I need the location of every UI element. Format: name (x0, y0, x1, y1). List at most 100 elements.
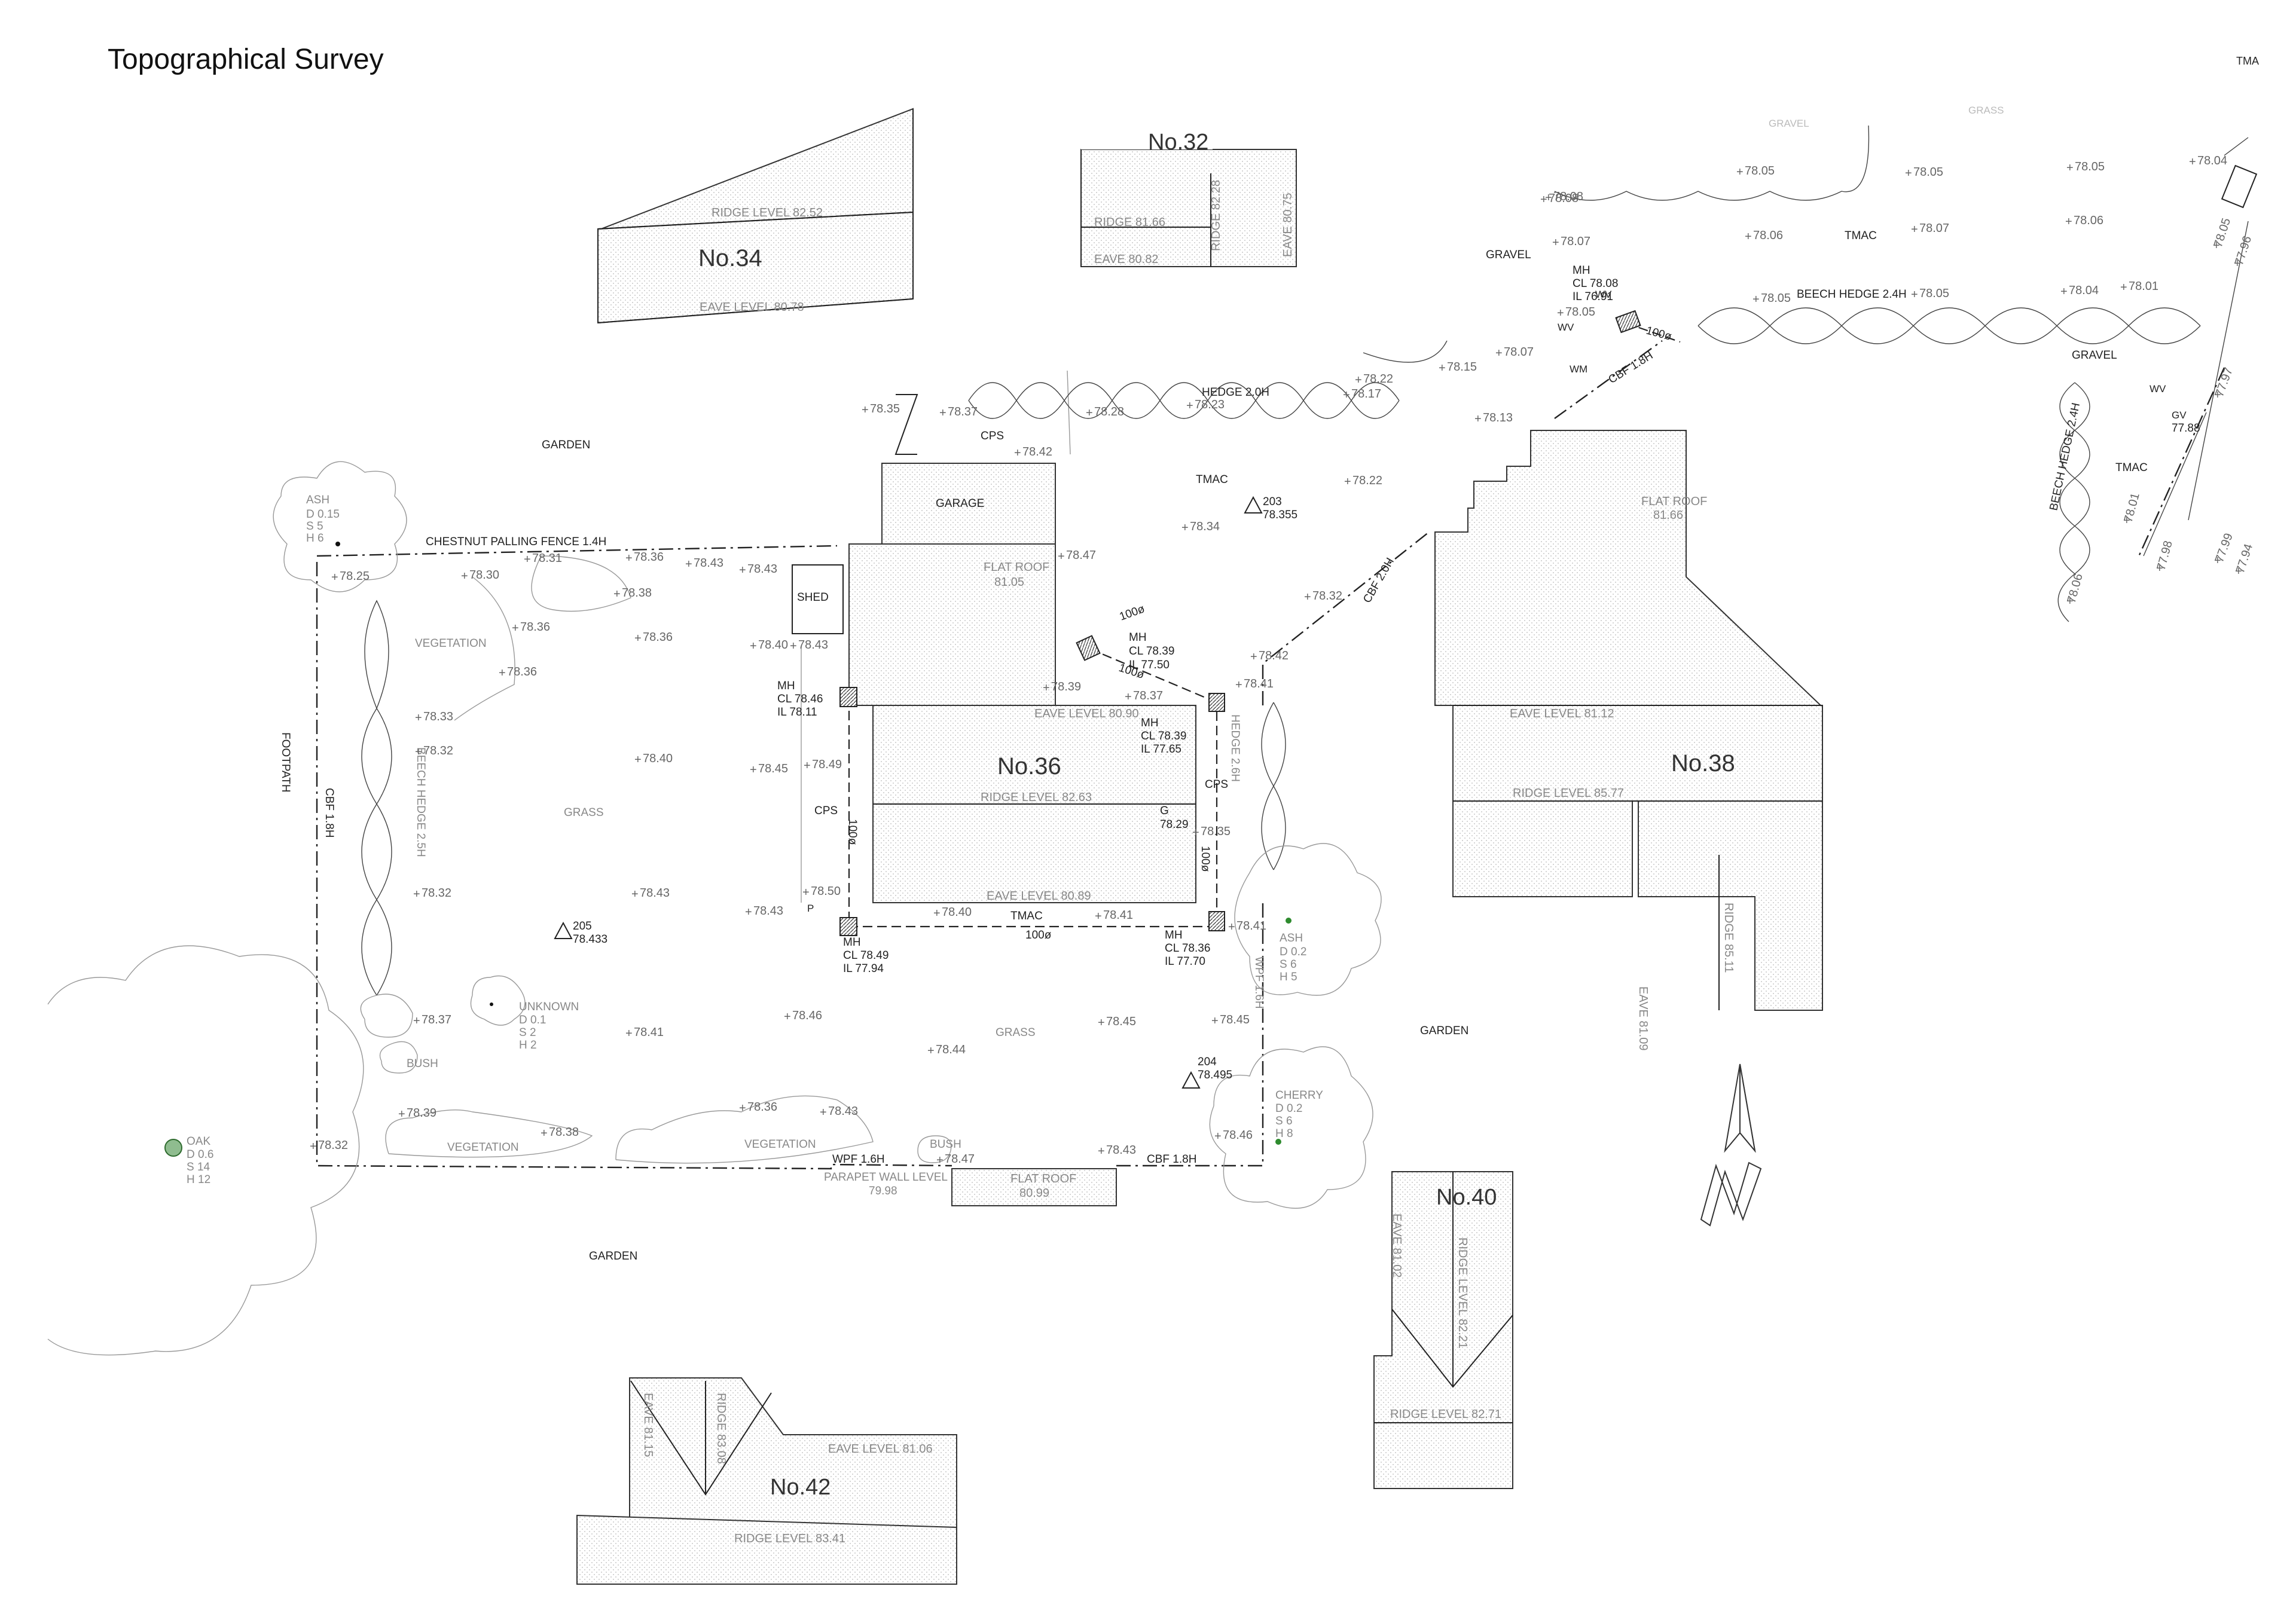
spot-level: 78.47 (1066, 549, 1096, 562)
beech-hedge-ne-label: BEECH HEDGE 2.4H (1797, 288, 1907, 301)
spot-level: 78.45 (1106, 1015, 1136, 1028)
ash2-h: H 5 (1280, 971, 1297, 983)
spot-level-marker-icon: + (2060, 285, 2068, 298)
no32-eave2-label: EAVE 80.75 (1281, 193, 1294, 257)
cbf-west-label: CBF 1.8H (323, 788, 335, 838)
station-203-id: 203 (1263, 496, 1282, 508)
pipe5-label: 100ø (1199, 846, 1211, 872)
spot-level-marker-icon: + (1043, 681, 1050, 695)
spot-level: 78.06 (2074, 214, 2103, 227)
parapet-label: PARAPET WALL LEVEL (824, 1171, 948, 1184)
spot-level: 78.32 (422, 887, 451, 900)
vegetation2-label: VEGETATION (447, 1141, 519, 1154)
beech-hedge-west-label: BEECH HEDGE 2.5H (414, 747, 427, 857)
spot-level-marker-icon: + (512, 622, 519, 635)
spot-level: 78.05 (2212, 216, 2233, 249)
tree-labels: ASH D 0.15 S 5 H 6 OAK D 0.6 S 14 H 12 U… (187, 494, 1323, 1186)
mh1-cl: CL 78.46 (777, 693, 823, 705)
spot-level: 78.04 (2197, 154, 2227, 167)
spot-level-marker-icon: + (413, 1014, 420, 1028)
spot-level: 78.04 (2069, 284, 2099, 297)
no38-eave-label: EAVE LEVEL 81.12 (1510, 707, 1614, 720)
no36-flat-roof-level: 81.05 (994, 576, 1024, 589)
mh4-label: MH (843, 936, 861, 949)
house-no42: No.42 EAVE 81.15 RIDGE 83.08 EAVE LEVEL … (576, 1377, 957, 1585)
spot-level: 78.05 (1565, 305, 1595, 319)
spot-level-marker-icon: + (1540, 193, 1547, 206)
chestnut-fence-label: CHESTNUT PALLING FENCE 1.4H (426, 536, 606, 548)
no38-ridge-label: RIDGE LEVEL 85.77 (1513, 787, 1624, 800)
spot-level: 78.07 (1561, 235, 1590, 248)
unknown-h: H 2 (519, 1039, 537, 1052)
spot-level-marker-icon: + (2234, 257, 2241, 270)
garden-s-label: GARDEN (589, 1250, 637, 1263)
spot-level: 78.41 (634, 1026, 664, 1039)
spot-level-marker-icon: + (1745, 230, 1752, 243)
wv1-label: WV (1595, 289, 1612, 300)
no36-eave-bottom-label: EAVE LEVEL 80.89 (987, 890, 1091, 903)
no38-name: No.38 (1671, 750, 1735, 777)
mh2-cl: CL 78.39 (1129, 645, 1174, 658)
north-arrow-icon (1700, 1063, 1762, 1227)
mh5-cl: CL 78.36 (1165, 942, 1210, 955)
oak-s: S 14 (187, 1161, 210, 1173)
spot-level: 78.08 (1553, 190, 1583, 203)
spot-level: 78.34 (1190, 520, 1220, 533)
spot-level-marker-icon: + (936, 1154, 944, 1167)
spot-level-marker-icon: + (1192, 826, 1199, 839)
mh6-il: IL 76.91 (1573, 291, 1613, 303)
oak-d: D 0.6 (187, 1148, 213, 1161)
gravel2-label: GRAVEL (2072, 349, 2117, 362)
pipe3-label: 100ø (846, 819, 859, 845)
spot-level-marker-icon: + (1343, 389, 1350, 402)
spot-level: 78.36 (634, 551, 664, 564)
spot-level-marker-icon: + (1095, 910, 1102, 923)
house-no36: GARAGE FLAT ROOF 81.05 SHED EAVE LEVEL 8… (792, 463, 1196, 903)
spot-level-marker-icon: + (750, 640, 757, 653)
mh6-label: MH (1573, 264, 1590, 277)
house-no38: FLAT ROOF 81.66 EAVE LEVEL 81.12 No.38 R… (1434, 430, 1823, 1050)
spot-level: 78.22 (1352, 474, 1382, 487)
spot-level: 78.32 (318, 1139, 348, 1152)
wv2-label: WV (1558, 322, 1574, 333)
beech-hedge-east-label: BEECH HEDGE 2.4H (2047, 402, 2083, 512)
spot-level: 78.06 (1753, 229, 1783, 242)
spot-level-marker-icon: + (1186, 399, 1193, 412)
spot-level-marker-icon: + (1211, 1014, 1219, 1028)
spot-level-marker-icon: + (1181, 521, 1189, 534)
station-204-id: 204 (1198, 1056, 1217, 1068)
parapet-level: 79.98 (869, 1185, 897, 1197)
spot-level-marker-icon: + (1125, 690, 1132, 704)
spot-level-marker-icon: + (1905, 167, 1912, 180)
no42-ridge2-label: RIDGE LEVEL 83.41 (734, 1532, 845, 1545)
spot-level-marker-icon: + (927, 1044, 935, 1057)
unknown-d: D 0.1 (519, 1014, 546, 1026)
cherry-s: S 6 (1275, 1115, 1293, 1127)
shed-label: SHED (797, 591, 829, 604)
spot-level-marker-icon: + (739, 564, 746, 577)
no36-ridge-label: RIDGE LEVEL 82.63 (981, 791, 1092, 804)
bush2-label: BUSH (930, 1138, 961, 1151)
ash1-name: ASH (306, 494, 329, 506)
spot-level: 78.43 (640, 887, 670, 900)
ash1-d: D 0.15 (306, 508, 340, 521)
mh3-cover (1208, 693, 1225, 712)
spot-level: 77.99 (2213, 531, 2236, 564)
oak-h: H 12 (187, 1173, 210, 1186)
spot-level: 78.37 (422, 1013, 451, 1026)
vegetation1-label: VEGETATION (415, 637, 487, 650)
pipe1-label: 100ø (1118, 603, 1147, 623)
spot-level: 78.35 (1201, 825, 1231, 838)
mh4-cover (839, 917, 857, 936)
spot-level: 78.40 (758, 638, 788, 652)
wpf-south-label: WPF 1.6H (832, 1153, 885, 1166)
spot-level: 78.25 (340, 570, 370, 583)
spot-level-marker-icon: + (1014, 447, 1021, 460)
spot-level-marker-icon: + (1098, 1016, 1105, 1029)
tmac4-label: TMAC (2115, 461, 2148, 474)
spot-level-marker-icon: + (625, 1027, 633, 1040)
spot-level: 78.36 (507, 665, 537, 678)
house-no32: No.32 RIDGE 81.66 EAVE 80.82 RIDGE 82.28… (1080, 120, 1297, 267)
no36-flat-roof-label: FLAT ROOF (984, 561, 1049, 574)
gv-label: GV (2172, 409, 2187, 421)
